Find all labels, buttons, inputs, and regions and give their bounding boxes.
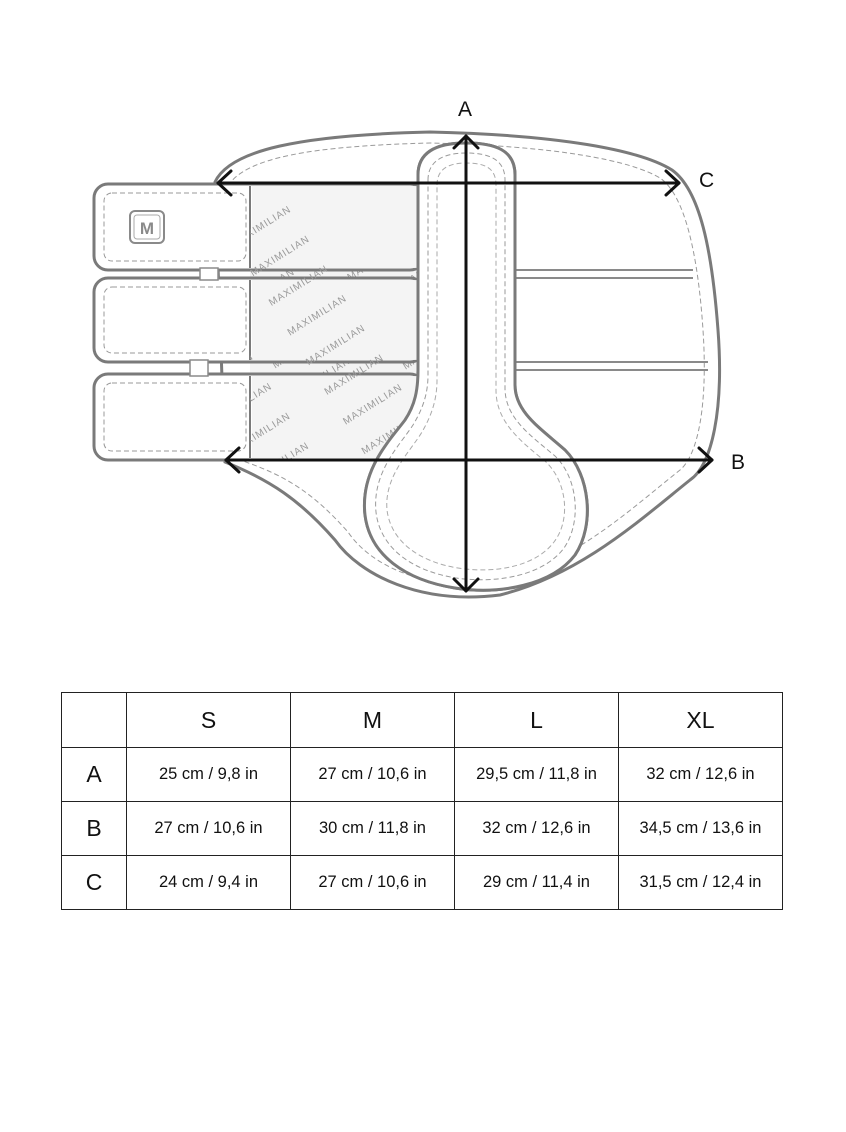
- dimension-a-arrow: [452, 134, 480, 593]
- brand-logo: M: [129, 210, 165, 244]
- column-header-xl: XL: [618, 692, 783, 748]
- column-header-s: S: [126, 692, 291, 748]
- table-cell: 30 cm / 11,8 in: [290, 801, 455, 856]
- table-cell: 27 cm / 10,6 in: [126, 801, 291, 856]
- table-cell: 32 cm / 12,6 in: [618, 747, 783, 802]
- table-header-row: S M L XL: [61, 692, 783, 748]
- label-a: A: [458, 98, 472, 121]
- row-label-c: C: [61, 855, 127, 910]
- table-row: A 25 cm / 9,8 in 27 cm / 10,6 in 29,5 cm…: [61, 747, 783, 802]
- row-label-b: B: [61, 801, 127, 856]
- table-cell: 27 cm / 10,6 in: [290, 855, 455, 910]
- row-label-a: A: [61, 747, 127, 802]
- table-cell: 29 cm / 11,4 in: [454, 855, 619, 910]
- table-cell: 25 cm / 9,8 in: [126, 747, 291, 802]
- table-cell: 34,5 cm / 13,6 in: [618, 801, 783, 856]
- table-cell: 29,5 cm / 11,8 in: [454, 747, 619, 802]
- dimension-c-arrow: [216, 169, 681, 197]
- column-header-m: M: [290, 692, 455, 748]
- label-b: B: [731, 451, 745, 474]
- dimension-b-arrow: [224, 446, 714, 474]
- table-cell: 27 cm / 10,6 in: [290, 747, 455, 802]
- svg-text:M: M: [140, 219, 154, 238]
- boot-diagram: MAXIMILIAN MAXIMILIAN MAXIMILIAN MAXIMIL…: [92, 98, 745, 599]
- table-cell: 24 cm / 9,4 in: [126, 855, 291, 910]
- table-cell: 31,5 cm / 12,4 in: [618, 855, 783, 910]
- table-row: C 24 cm / 9,4 in 27 cm / 10,6 in 29 cm /…: [61, 855, 783, 910]
- table-corner-cell: [61, 692, 127, 748]
- table-row: B 27 cm / 10,6 in 30 cm / 11,8 in 32 cm …: [61, 801, 783, 856]
- size-chart-table: S M L XL A 25 cm / 9,8 in 27 cm / 10,6 i…: [61, 692, 783, 910]
- table-cell: 32 cm / 12,6 in: [454, 801, 619, 856]
- label-c: C: [699, 169, 714, 192]
- column-header-l: L: [454, 692, 619, 748]
